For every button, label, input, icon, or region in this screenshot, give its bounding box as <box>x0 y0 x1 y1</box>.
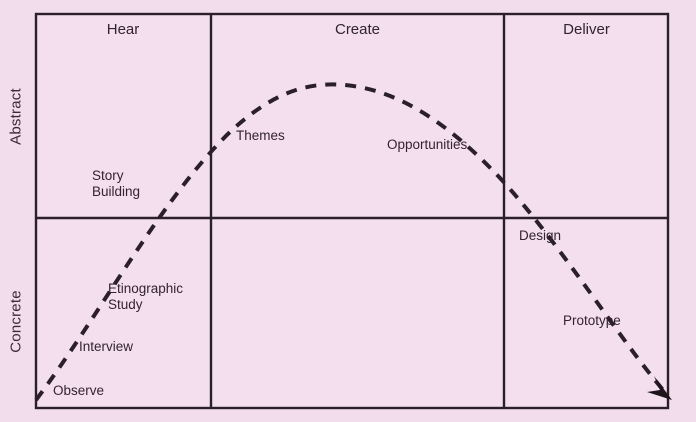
node-label-opportunities: Opportunities <box>387 137 468 152</box>
column-header-deliver: Deliver <box>563 21 610 38</box>
node-label-etinographic-study-line2: Study <box>108 296 143 312</box>
axis-label-abstract: Abstract <box>7 88 25 145</box>
matrix-frame <box>34 12 670 410</box>
node-label-story-building: Story Building <box>92 168 140 199</box>
node-label-story-building-line2: Building <box>92 183 141 199</box>
node-label-prototype: Prototype <box>563 313 621 328</box>
node-label-etinographic-study: Etinographic Study <box>108 281 183 312</box>
node-label-themes: Themes <box>236 128 285 143</box>
node-label-etinographic-study-line1: Etinographic <box>108 281 184 296</box>
axis-label-concrete: Concrete <box>7 290 25 353</box>
process-arc-path <box>34 82 666 402</box>
node-label-design: Design <box>519 228 562 243</box>
column-header-hear: Hear <box>106 21 140 38</box>
node-label-story-building-line1: Story <box>92 168 124 183</box>
arrow-head-icon <box>647 376 672 400</box>
column-header-create: Create <box>334 21 381 38</box>
node-label-interview: Interview <box>79 339 134 354</box>
node-label-observe: Observe <box>53 383 105 398</box>
